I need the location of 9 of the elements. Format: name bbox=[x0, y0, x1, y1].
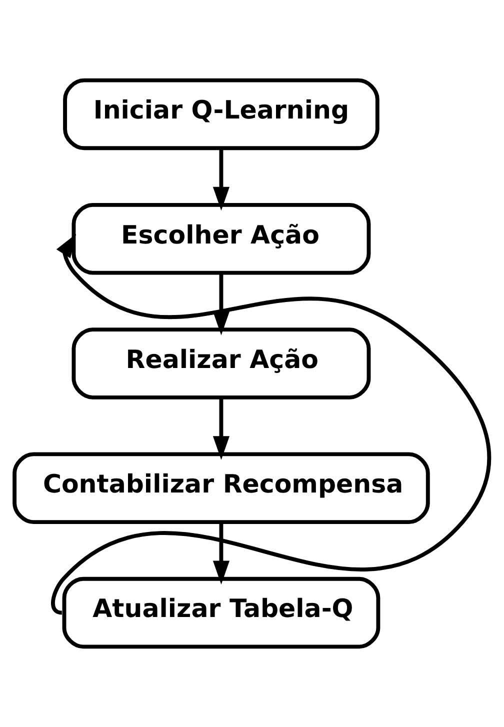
node-box: Escolher Ação bbox=[72, 202, 371, 275]
node-box: Iniciar Q-Learning bbox=[63, 78, 380, 150]
arrow bbox=[212, 273, 230, 336]
arrow bbox=[212, 398, 230, 460]
node-box: Atualizar Tabela-Q bbox=[62, 576, 380, 649]
arrow bbox=[212, 148, 230, 211]
node-box: Realizar Ação bbox=[72, 328, 371, 400]
node-box: Contabilizar Recompensa bbox=[12, 452, 430, 524]
arrow bbox=[212, 522, 230, 585]
